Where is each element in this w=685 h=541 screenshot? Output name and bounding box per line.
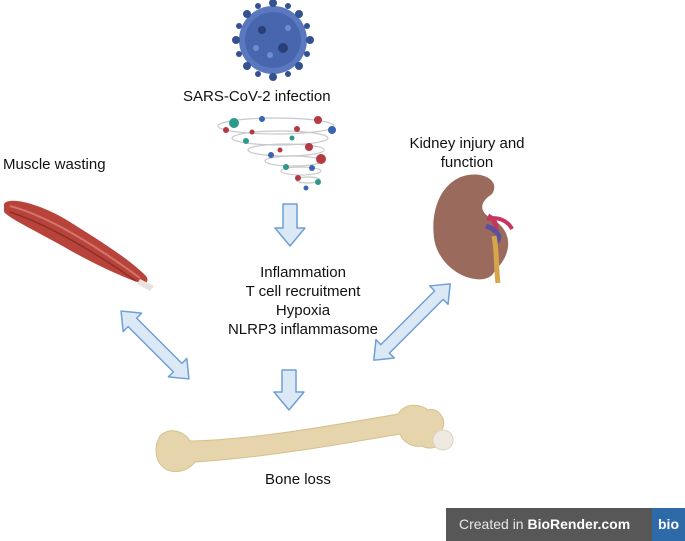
biorender-credit-badge[interactable]: Created in BioRender.com bio bbox=[446, 508, 685, 541]
credit-prefix: Created in bbox=[459, 516, 528, 532]
kidney-icon bbox=[433, 174, 514, 284]
mechanism-list: Inflammation T cell recruitment Hypoxia … bbox=[203, 263, 403, 339]
credit-brand: BioRender.com bbox=[527, 516, 631, 532]
virus-icon bbox=[232, 0, 314, 81]
mechanism-line: Hypoxia bbox=[275, 302, 331, 319]
kidney-bone-double-arrow bbox=[373, 283, 451, 361]
muscle-label: Muscle wasting bbox=[3, 156, 106, 173]
down-arrow-lower bbox=[273, 369, 305, 411]
bone-label: Bone loss bbox=[265, 471, 331, 488]
kidney-label: Kidney injury and function bbox=[409, 135, 525, 171]
muscle-icon bbox=[4, 200, 154, 291]
muscle-bone-double-arrow bbox=[120, 310, 190, 380]
biorender-logo-icon: bio bbox=[652, 508, 685, 541]
cytokine-storm-icon bbox=[217, 116, 336, 191]
credit-text: Created in BioRender.com bbox=[459, 508, 630, 541]
mechanism-line: Inflammation bbox=[260, 264, 346, 281]
mechanism-line: T cell recruitment bbox=[245, 283, 361, 300]
mechanism-line: NLRP3 inflammasome bbox=[227, 321, 379, 338]
bone-icon bbox=[155, 404, 454, 472]
down-arrow-upper bbox=[274, 203, 306, 247]
virus-label: SARS-CoV-2 infection bbox=[183, 88, 331, 105]
